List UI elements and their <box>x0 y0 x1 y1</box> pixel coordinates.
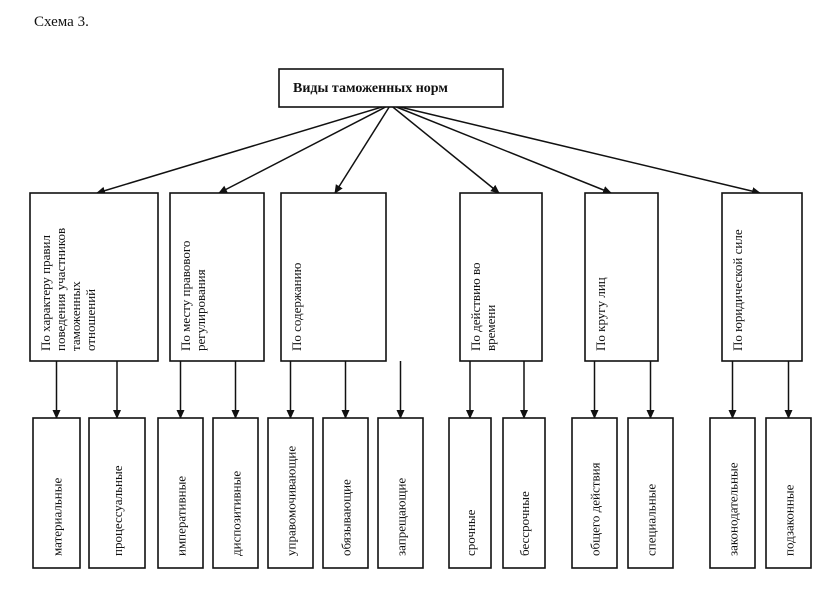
category-label: По месту правового <box>178 241 193 351</box>
child-label: специальные <box>644 484 659 556</box>
child-label: подзаконные <box>782 484 797 556</box>
child-box <box>212 417 259 569</box>
connector-root-category <box>396 106 612 194</box>
category-box <box>721 192 803 362</box>
child-label: материальные <box>50 478 65 556</box>
connector-root-category <box>392 106 500 194</box>
category-label: По содержанию <box>289 262 304 351</box>
category-box <box>459 192 543 362</box>
category-label: По действию во <box>468 262 483 351</box>
category-label: отношений <box>83 289 98 351</box>
category-label: регулирования <box>193 269 208 351</box>
child-box <box>32 417 81 569</box>
category-label: времени <box>483 305 498 351</box>
root-title: Виды таможенных норм <box>293 81 448 96</box>
child-label: обязывающие <box>339 479 354 556</box>
child-label: законодательные <box>726 462 741 556</box>
connector-root-category <box>96 106 383 195</box>
category-box <box>29 192 159 362</box>
child-box <box>157 417 204 569</box>
child-label: бессрочные <box>517 491 532 556</box>
child-box <box>502 417 546 569</box>
connector-root-category <box>218 106 386 194</box>
child-box <box>267 417 314 569</box>
diagram-caption: Схема 3. <box>34 14 89 30</box>
child-box <box>377 417 424 569</box>
category-label: По кругу лиц <box>593 277 608 351</box>
child-label: общего действия <box>588 462 603 556</box>
child-box <box>448 417 492 569</box>
child-box <box>627 417 674 569</box>
category-label: По юридической силе <box>730 229 745 351</box>
category-box <box>280 192 387 362</box>
child-label: диспозитивные <box>229 471 244 556</box>
child-label: императивные <box>174 476 189 556</box>
child-box <box>322 417 369 569</box>
category-box <box>169 192 265 362</box>
connector-root-category <box>399 106 761 196</box>
child-label: управомочивающие <box>284 446 299 556</box>
child-label: срочные <box>463 509 478 556</box>
category-label: поведения участников <box>53 228 68 351</box>
child-box <box>709 417 756 569</box>
root-box <box>278 68 504 108</box>
category-label: По характеру правил <box>38 234 53 351</box>
child-label: процессуальные <box>110 465 125 556</box>
child-label: запрещающие <box>394 478 409 556</box>
child-box <box>765 417 812 569</box>
category-box <box>584 192 659 362</box>
child-box <box>88 417 146 569</box>
connector-root-category <box>334 106 390 194</box>
child-box <box>571 417 618 569</box>
category-label: таможенных <box>68 281 83 351</box>
